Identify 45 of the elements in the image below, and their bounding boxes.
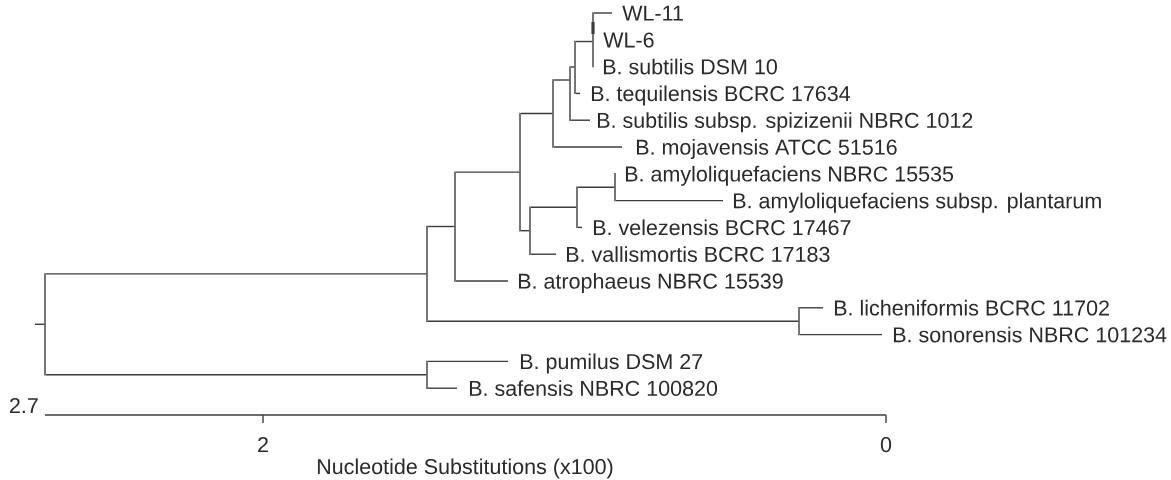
branch-line <box>455 280 509 282</box>
branch-line <box>593 12 613 14</box>
branch-line <box>530 253 557 255</box>
branch-line <box>799 307 824 309</box>
branch-line <box>427 387 458 389</box>
branch-line <box>577 186 615 188</box>
branch-line <box>520 112 553 115</box>
taxon-label: WL-11 <box>622 5 683 21</box>
taxon-label: B. amyloliquefaciens subsp. plantarum <box>733 192 1101 213</box>
taxon-label: WL-6 <box>603 32 654 48</box>
taxon-label: B. velezensis BCRC 17467 <box>593 219 851 236</box>
taxon-label: B. subtilis DSM 10 <box>603 58 777 75</box>
branch-line <box>34 323 45 325</box>
taxon-label: B. pumilus DSM 27 <box>520 353 703 374</box>
branch-line <box>553 79 570 81</box>
tree-bar <box>591 12 595 68</box>
branch-line <box>45 374 427 376</box>
tick-label: 2 <box>258 437 268 452</box>
taxon-label: B. safensis NBRC 100820 <box>469 380 718 396</box>
taxon-label: B. mojavensis ATCC 51516 <box>636 139 897 160</box>
taxon-label: B. amyloliquefaciens NBRC 15535 <box>625 165 954 186</box>
branch-line <box>570 66 575 68</box>
branch-line <box>615 199 724 202</box>
taxon-label: B. atrophaeus NBRC 15539 <box>518 273 783 294</box>
taxon-label: B. sonorensis NBRC 101234 <box>893 326 1167 343</box>
branch-line <box>575 40 593 43</box>
branch-line <box>455 171 520 173</box>
branch-line <box>427 360 509 363</box>
branch-line <box>575 92 581 95</box>
branch-line <box>520 230 530 232</box>
branch-line <box>427 225 455 228</box>
taxon-label: B. licheniformis BCRC 11702 <box>834 299 1109 316</box>
branch-line <box>530 206 577 208</box>
branch-line <box>570 119 591 121</box>
axis-title: Nucleotide Substitutions (x100) <box>317 458 613 479</box>
taxon-label: B. subtilis subsp. spizizenii NBRC 1012 <box>597 112 973 133</box>
branch-line <box>553 146 623 148</box>
branch-line <box>427 320 799 322</box>
taxon-label: B. tequilensis BCRC 17634 <box>591 85 851 106</box>
branch-line <box>799 333 883 336</box>
scale-value: 2.7 <box>10 398 38 413</box>
tick-label: 0 <box>880 437 892 453</box>
branch-line <box>45 273 427 275</box>
taxon-label: B. vallismortis BCRC 17183 <box>566 246 830 262</box>
branch-line <box>577 226 583 229</box>
